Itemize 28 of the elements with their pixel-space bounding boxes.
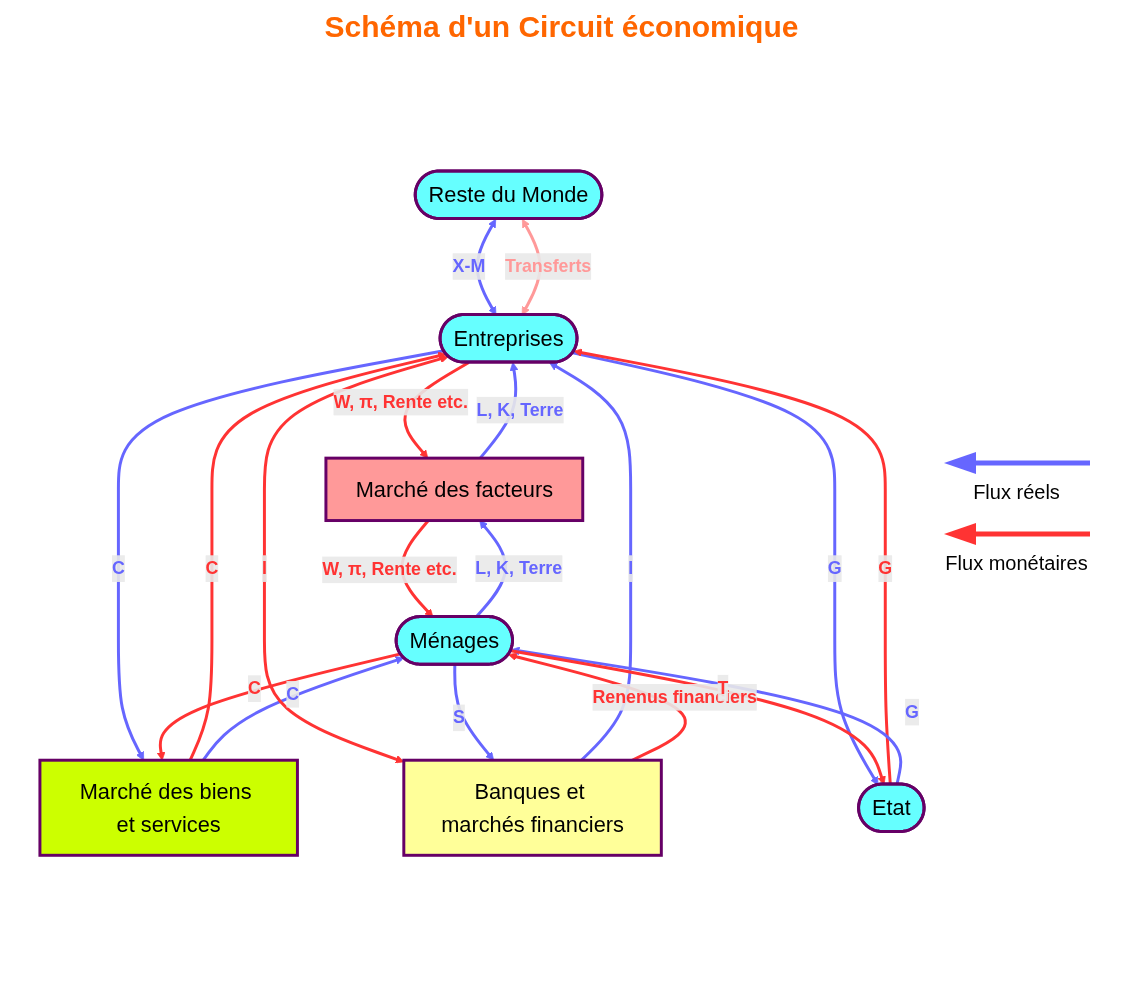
edge-label: I	[627, 558, 633, 578]
arrow	[188, 351, 446, 761]
node-box: Banques et marchés financiers	[401, 758, 663, 857]
arrow	[201, 656, 404, 761]
edge-label: S	[452, 707, 465, 728]
node-box: Marché des facteurs	[323, 456, 584, 522]
edge-label: C	[285, 683, 299, 704]
node-box: Marché des biens et services	[37, 758, 299, 857]
edge-label: L, K, Terre	[474, 558, 562, 578]
arrow	[262, 354, 449, 764]
edge-label: L, K, Terre	[476, 399, 563, 420]
edge-label: C	[111, 558, 125, 578]
edge-label: C	[247, 678, 261, 698]
edge-label: I	[261, 558, 267, 578]
edge-label: X-M	[452, 255, 485, 276]
edge-label: G	[904, 701, 919, 722]
diagram-title: Schéma d'un Circuit économique	[323, 10, 800, 44]
edge-label: W, π, Rente etc.	[332, 391, 468, 412]
legend-text: Flux monétaires	[945, 552, 1088, 575]
arrow	[452, 664, 494, 761]
legend-text: Flux réels	[973, 481, 1060, 504]
edge-label: W, π, Rente etc.	[321, 559, 457, 580]
arrow	[116, 349, 444, 761]
arrow	[156, 652, 401, 761]
edge-label: C	[204, 558, 218, 578]
edge-label: G	[877, 558, 892, 578]
edge-label: Transferts	[504, 255, 591, 276]
edge-label: G	[827, 558, 842, 578]
